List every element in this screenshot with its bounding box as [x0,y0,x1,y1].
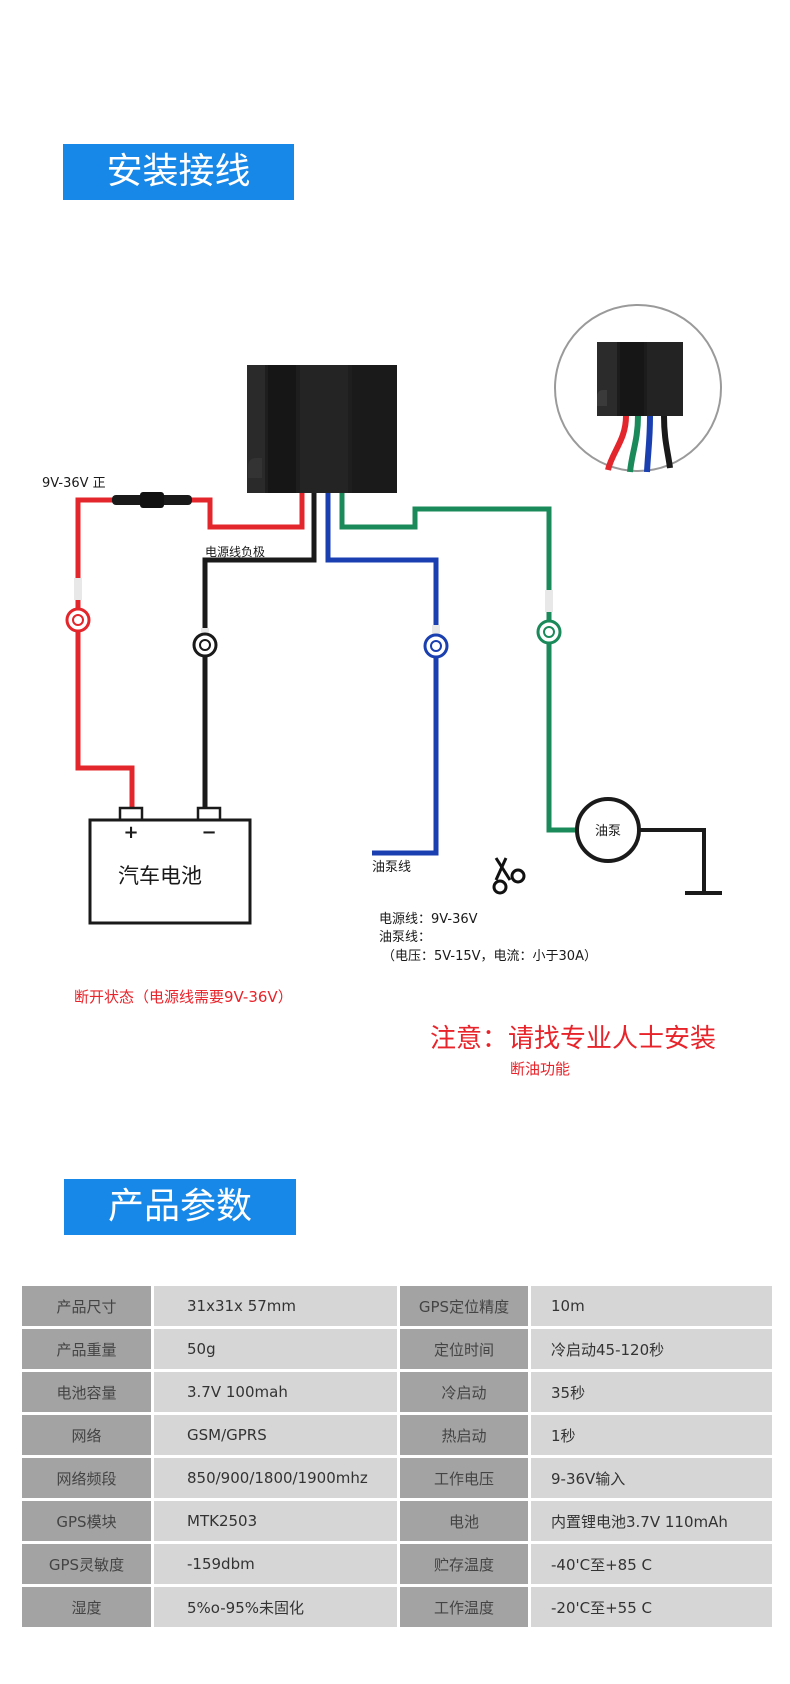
black-ring-terminal [192,632,218,658]
blue-wire [325,493,439,856]
warning-note: 注意：请找专业人士安装 [430,1024,717,1054]
spec-line-3: （电压：5V-15V，电流：小于30A） [382,949,597,964]
spec-label: 电池容量 [22,1372,151,1412]
fuel-pump [575,797,722,895]
spec-value2: -20'C至+55 C [531,1587,772,1627]
scissors-icon [492,857,526,895]
pump-line-label: 油泵线 [372,860,411,875]
spec-label: 网络 [22,1415,151,1455]
spec-value: 850/900/1800/1900mhz [154,1458,397,1498]
spec-label2: 工作电压 [400,1458,528,1498]
spec-value: 31x31x 57mm [154,1286,397,1326]
spec-value2: 9-36V输入 [531,1458,772,1498]
spec-value2: 10m [531,1286,772,1326]
spec-value2: 内置锂电池3.7V 110mAh [531,1501,772,1541]
spec-value: GSM/GPRS [154,1415,397,1455]
spec-label2: 定位时间 [400,1329,528,1369]
battery-label: 汽车电池 [118,864,202,888]
connector-photo [554,304,722,473]
spec-label: 产品尺寸 [22,1286,151,1326]
spec-label2: 热启动 [400,1415,528,1455]
spec-value: MTK2503 [154,1501,397,1541]
spec-label2: 贮存温度 [400,1544,528,1584]
params-section-title: 产品参数 [64,1179,296,1235]
spec-label2: GPS定位精度 [400,1286,528,1326]
spec-value2: -40'C至+85 C [531,1544,772,1584]
disconnect-note: 断开状态（电源线需要9V-36V） [74,988,293,1006]
spec-value2: 35秒 [531,1372,772,1412]
pump-label: 油泵 [595,824,621,839]
spec-value: 5%o-95%未固化 [154,1587,397,1627]
install-section-title: 安装接线 [63,144,294,200]
spec-label: 湿度 [22,1587,151,1627]
fuse [112,492,192,508]
spec-label: GPS灵敏度 [22,1544,151,1584]
spec-value: 3.7V 100mah [154,1372,397,1412]
spec-label2: 冷启动 [400,1372,528,1412]
red-wire [75,493,305,808]
spec-line-1: 电源线：9V-36V [379,912,478,927]
spec-value2: 冷启动45-120秒 [531,1329,772,1369]
green-ring-terminal [536,619,562,645]
spec-value2: 1秒 [531,1415,772,1455]
fuel-cut-note: 断油功能 [510,1060,571,1078]
power-positive-label: 9V-36V 正 [42,476,106,491]
spec-label: 网络频段 [22,1458,151,1498]
wiring-diagram: + − 汽车电池 油泵 9V-36V 正 电源线负极 油泵线 电源线：9V-36… [42,304,722,964]
spec-label: 产品重量 [22,1329,151,1369]
battery-minus: − [201,822,216,843]
spec-value: 50g [154,1329,397,1369]
spec-label: GPS模块 [22,1501,151,1541]
car-battery [88,806,252,925]
gps-device [247,365,397,493]
blue-ring-terminal [423,633,449,659]
spec-line-2: 油泵线： [379,930,431,945]
black-wire [202,493,317,808]
green-wire [339,493,576,833]
power-negative-label: 电源线负极 [205,545,265,559]
spec-label2: 工作温度 [400,1587,528,1627]
spec-value: -159dbm [154,1544,397,1584]
red-ring-terminal [65,607,91,633]
spec-label2: 电池 [400,1501,528,1541]
battery-plus: + [123,822,138,843]
